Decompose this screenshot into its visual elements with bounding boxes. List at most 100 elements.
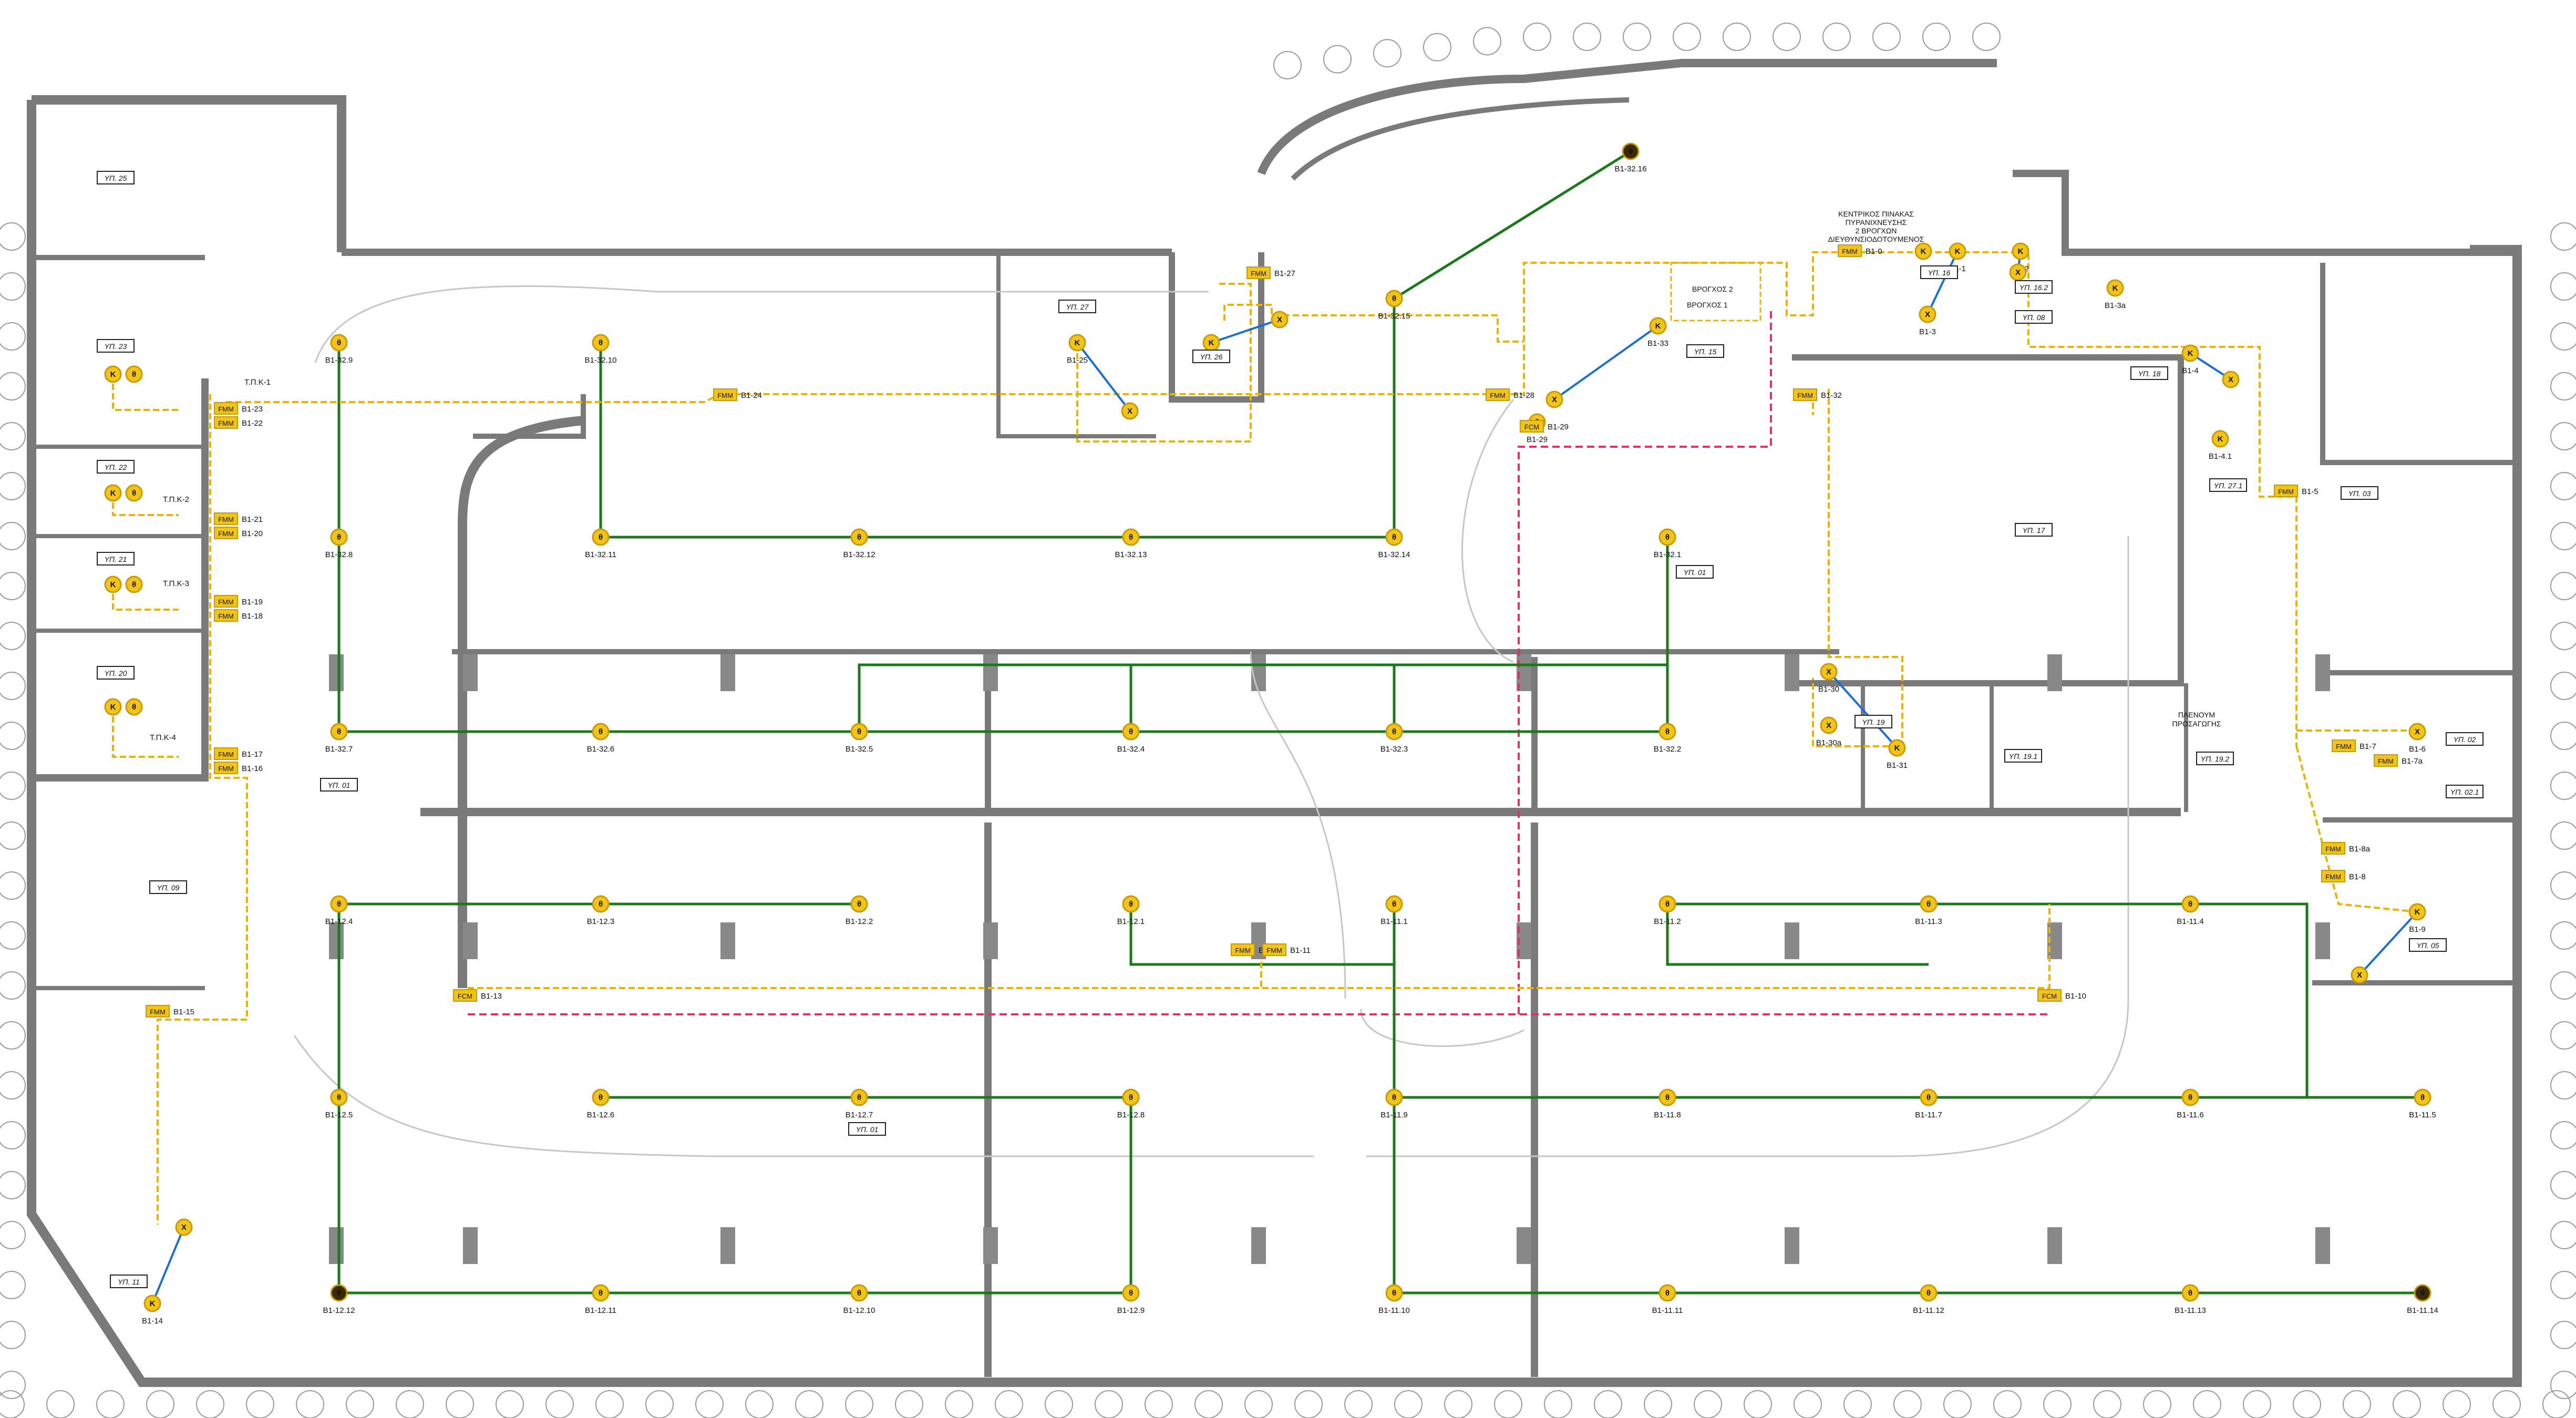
tree-icon (2193, 1390, 2221, 1418)
detector-icon (2408, 903, 2426, 921)
module-icon (2321, 870, 2345, 882)
detector-label: B1-12.2 (846, 917, 873, 926)
room-tag-text: ΥΠ. 27 (1066, 303, 1089, 311)
module-icon (1838, 244, 1862, 257)
module-type: FMM (218, 405, 234, 413)
detector-icon (2211, 430, 2229, 448)
detector-icon (850, 1088, 868, 1106)
detector-icon (143, 1294, 161, 1312)
detector-label: B1-25 (1067, 356, 1088, 365)
tree-icon (2043, 1390, 2072, 1418)
room-tag-box (1920, 265, 1958, 279)
detector-device: XB1-3 (1919, 305, 1936, 336)
tree-icon (2550, 1371, 2576, 1399)
module-box: FMM B1-19 (214, 595, 263, 608)
room-tag-text: ΥΠ. 01 (1684, 568, 1706, 577)
auxiliary-device: θ (125, 365, 143, 383)
detector-icon (1122, 1284, 1140, 1302)
detector-symbol: θ (1665, 1289, 1670, 1298)
device-symbol: θ (132, 703, 136, 712)
device-symbol: K (110, 370, 116, 379)
auxiliary-device: X (175, 1218, 193, 1236)
detector-label: B1-32.13 (1115, 550, 1147, 559)
detector-label: B1-11.10 (1378, 1306, 1410, 1315)
module-tag: B1-19 (242, 598, 263, 607)
tree-icon (1922, 23, 1951, 51)
detector-label: B1-32.12 (843, 550, 875, 559)
room-tag: ΥΠ. 18 (2130, 366, 2168, 380)
module-type: FMM (218, 598, 234, 606)
detector-label: B1-11.9 (1380, 1111, 1407, 1119)
loop-cable (1076, 283, 1252, 443)
module-tag: B1-7 (2359, 742, 2376, 751)
room-tag-box (97, 552, 135, 566)
detector-symbol: θ (337, 533, 341, 542)
tree-icon (1773, 23, 1801, 51)
tree-icon (2492, 1390, 2521, 1418)
device-icon (2351, 966, 2368, 984)
tree-icon (1744, 1390, 1772, 1418)
detector-symbol: K (2415, 908, 2420, 917)
room-tag-text: ΥΠ. 22 (105, 463, 127, 471)
detector-symbol: θ (1392, 294, 1396, 303)
room-tag: ΥΠ. 09 (149, 880, 187, 894)
room-tag: ΥΠ. 22 (97, 460, 135, 474)
detector-label: B1-11.3 (1915, 917, 1942, 926)
detector-device: θB1-32.7 (325, 723, 353, 754)
detector-device: θB1-11.3 (1915, 895, 1942, 926)
module-tag: B1-15 (173, 1008, 194, 1016)
module-icon (453, 989, 477, 1002)
module-icon (214, 402, 238, 415)
module-icon (1793, 388, 1817, 401)
tree-icon (1095, 1390, 1123, 1418)
detector-icon (1122, 1088, 1140, 1106)
detector-label: B1-12.3 (587, 917, 615, 926)
detector-symbol: θ (599, 1093, 603, 1102)
detector-symbol: θ (337, 727, 341, 736)
detector-device: KB1-33 (1647, 317, 1668, 348)
column (1517, 1227, 1531, 1264)
room-tag-text: ΥΠ. 15 (1694, 347, 1717, 356)
device-symbol: X (1552, 395, 1557, 404)
room-tag-text: ΥΠ. 08 (2023, 313, 2045, 322)
auxiliary-device: X (1545, 391, 1563, 408)
detector-icon (1122, 528, 1140, 546)
detector-device: θB1-32.5 (846, 723, 873, 754)
detector-device: θB1-32.2 (1654, 723, 1681, 754)
detector-device: θB1-11.6 (2177, 1088, 2204, 1119)
detector-label: B1-11.2 (1654, 917, 1681, 926)
module-tag: B1-8 (2349, 872, 2366, 881)
detector-symbol: θ (599, 533, 603, 542)
module-type: FMM (1251, 270, 1266, 278)
device-icon (104, 576, 122, 593)
link-line (1926, 251, 1959, 315)
detector-label: B1-32.7 (325, 745, 353, 754)
detector-icon (592, 1284, 610, 1302)
tree-icon (2550, 322, 2576, 351)
detector-icon (592, 1088, 610, 1106)
detector-symbol: θ (857, 1093, 861, 1102)
auxiliary-device: θ (125, 576, 143, 593)
detector-icon (330, 1284, 348, 1302)
detector-device: θB1-11.10 (1378, 1284, 1410, 1315)
room-tag-text: ΥΠ. 26 (1200, 353, 1223, 361)
detector-symbol: θ (1665, 1093, 1670, 1102)
module-tag: B1-5 (2302, 487, 2319, 496)
detector-label: B1-12.1 (1117, 917, 1145, 926)
module-tag: B1-20 (242, 529, 263, 538)
detector-icon (850, 895, 868, 913)
column (2047, 1227, 2062, 1264)
link-line (1553, 325, 1659, 400)
tree-icon (0, 1171, 26, 1199)
auxiliary-device: X (2222, 371, 2240, 388)
detector-icon (1920, 1088, 1938, 1106)
detector-icon (2181, 1088, 2199, 1106)
tree-icon (1893, 1390, 1922, 1418)
tree-icon (2550, 222, 2576, 251)
room-tag: ΥΠ. 01 (1676, 565, 1714, 579)
module-type: FMM (2325, 845, 2341, 853)
room-tag: ΥΠ. 19.2 (2196, 752, 2234, 765)
detector-label: B1-4 (2182, 366, 2199, 375)
